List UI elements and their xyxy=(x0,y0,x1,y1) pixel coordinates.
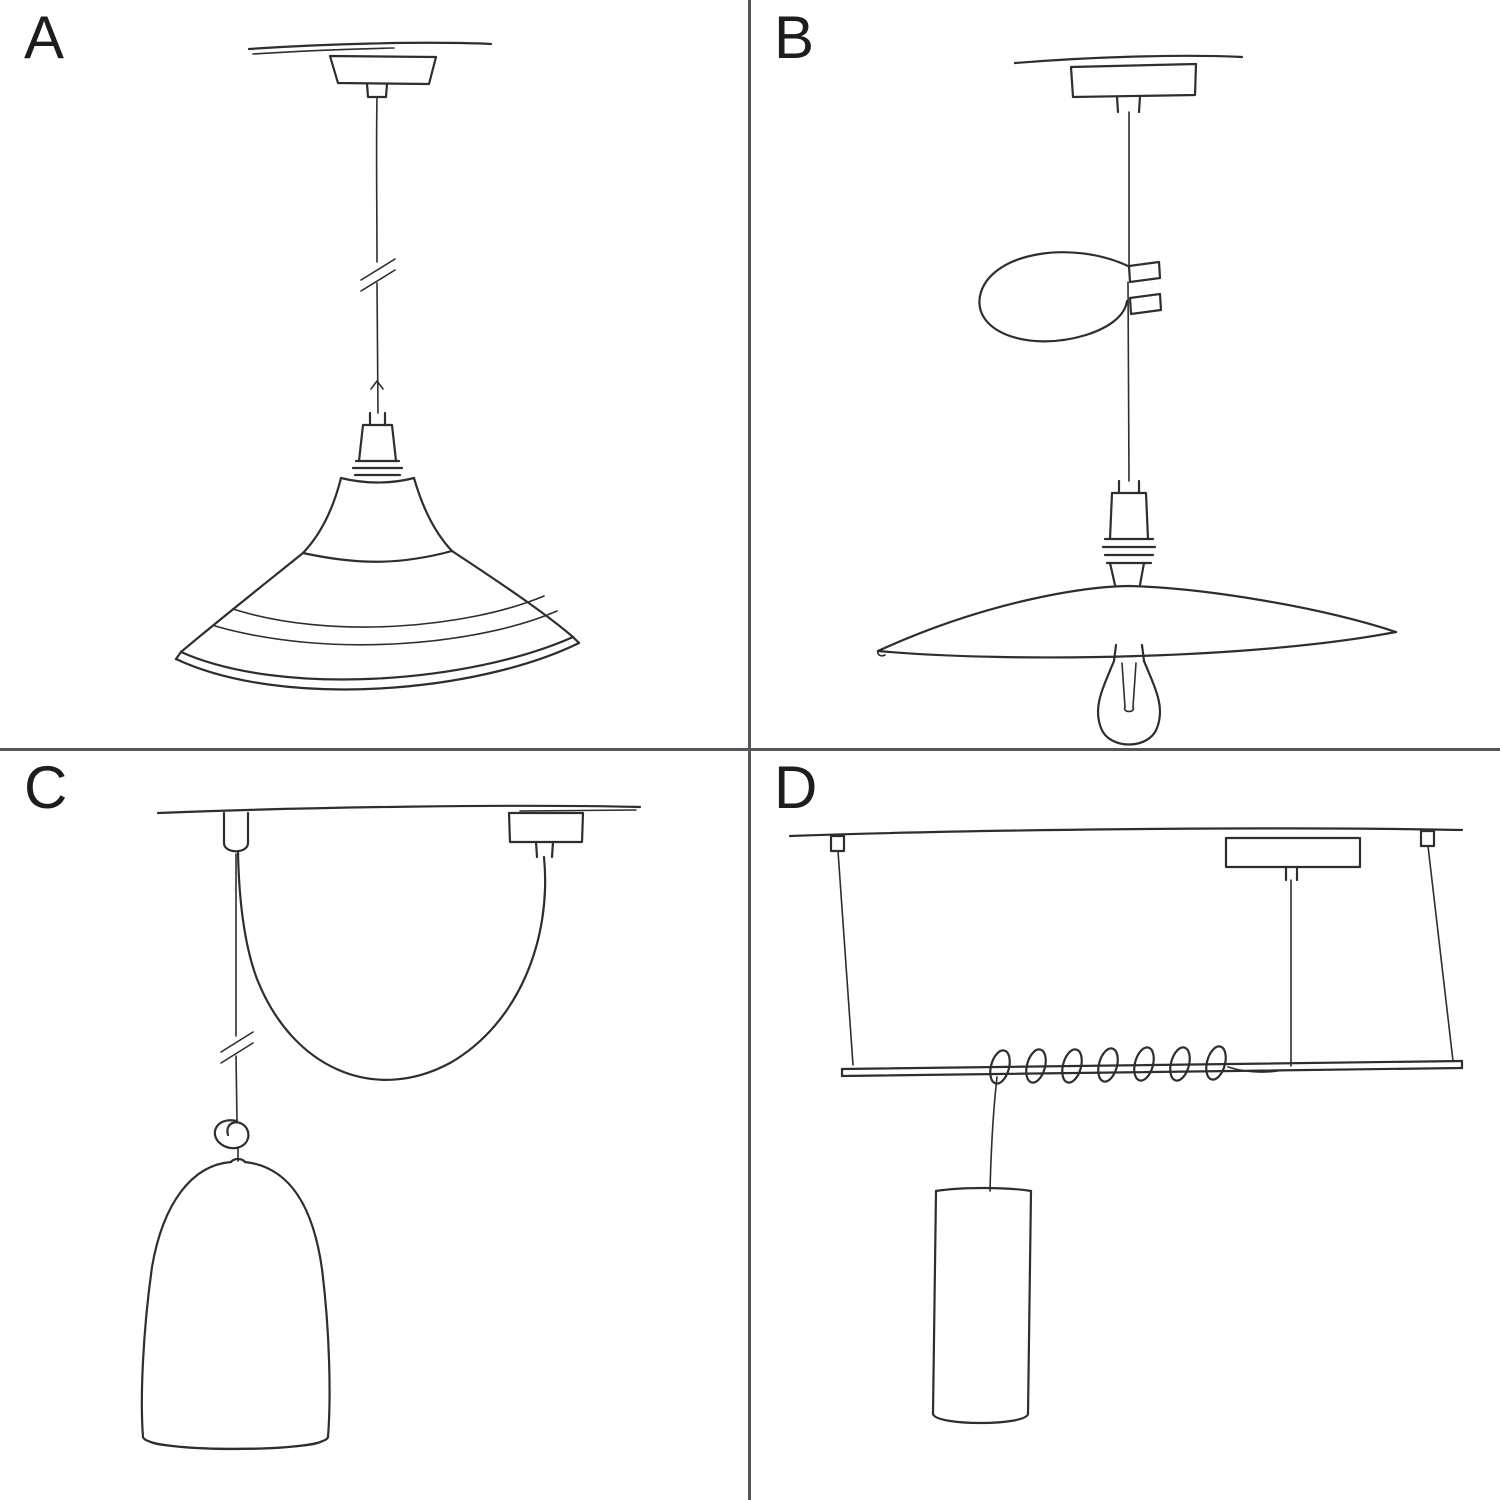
ceiling-line xyxy=(1013,54,1244,65)
lamp-holder xyxy=(1101,479,1157,587)
drop-cable xyxy=(235,853,238,1122)
ceiling-rose xyxy=(1069,62,1198,114)
ceiling-line xyxy=(788,827,1464,838)
cable-loop xyxy=(978,251,1130,343)
panel-c-label: C xyxy=(24,754,69,821)
panel-b: B xyxy=(750,0,1500,750)
cable-break-marks xyxy=(220,1031,254,1064)
ceiling-rose xyxy=(1224,836,1362,882)
suspension-wire-left xyxy=(837,850,854,1066)
lamp-holder xyxy=(351,411,404,477)
cable-clip xyxy=(1127,260,1163,316)
cable-break-marks xyxy=(360,258,396,292)
ceiling-hook xyxy=(222,811,250,853)
panel-c: C xyxy=(0,750,750,1500)
sketch-b-pendant-flat-shade-bulb xyxy=(876,54,1398,746)
pendant-cable xyxy=(375,96,379,414)
fixing-left xyxy=(829,834,846,853)
cable-knot xyxy=(213,1119,250,1162)
panel-d-label: D xyxy=(774,754,819,821)
ceiling-line xyxy=(156,804,642,815)
panel-a-label: A xyxy=(24,4,66,71)
ceiling-rose xyxy=(328,54,438,99)
ceiling-rose xyxy=(507,811,585,859)
panel-d: D xyxy=(750,750,1500,1500)
sketch-c-swag-pendant-bell-shade xyxy=(140,804,642,1451)
coiled-cable xyxy=(989,1045,1285,1085)
light-bulb xyxy=(1096,643,1162,746)
sketch-a-pendant-industrial-shade xyxy=(174,41,581,691)
industrial-shade xyxy=(174,476,581,691)
panel-a: A xyxy=(0,0,750,750)
sketch-d-bar-suspension-tube-shade xyxy=(788,827,1464,1425)
pendant-cable xyxy=(1127,111,1130,482)
swag-cable xyxy=(236,850,547,1081)
bell-shade xyxy=(140,1157,331,1451)
tube-shade xyxy=(931,1186,1033,1425)
suspension-wire-right xyxy=(1427,845,1454,1062)
horizontal-divider xyxy=(0,748,1500,751)
drop-cable xyxy=(989,1076,998,1192)
fixing-right xyxy=(1419,829,1436,848)
panel-b-label: B xyxy=(774,4,816,71)
cable-adjust-arrow xyxy=(370,380,384,390)
flat-plate-shade xyxy=(876,584,1398,659)
ceiling-line xyxy=(247,41,493,55)
